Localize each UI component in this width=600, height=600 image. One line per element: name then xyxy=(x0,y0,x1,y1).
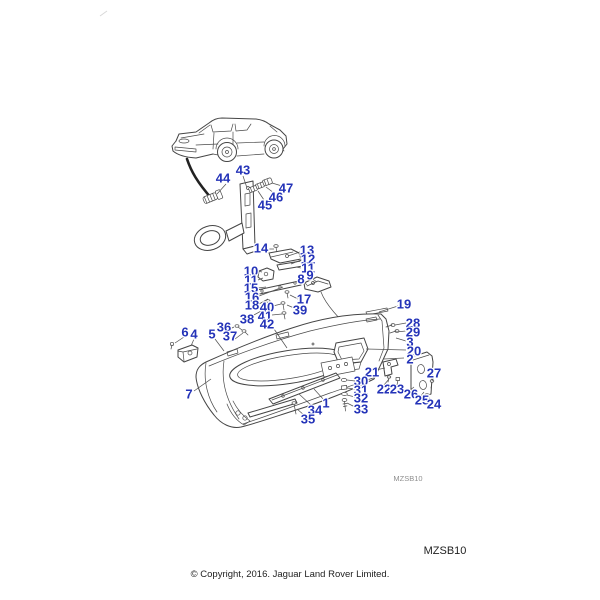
part-label-11[interactable]: 11 xyxy=(243,271,259,288)
part-label-8[interactable]: 8 xyxy=(296,270,306,287)
car-illustration xyxy=(171,117,288,201)
mounting-bar xyxy=(276,260,304,271)
bracket-21 xyxy=(382,358,399,377)
part-label-13[interactable]: 13 xyxy=(299,241,316,258)
part-label-43[interactable]: 43 xyxy=(235,161,252,178)
part-label-41[interactable]: 41 xyxy=(257,307,274,324)
part-label-44[interactable]: 44 xyxy=(215,169,233,186)
part-label-27[interactable]: 27 xyxy=(426,364,443,381)
part-label-21[interactable]: 21 xyxy=(364,363,381,380)
part-label-38[interactable]: 38 xyxy=(239,310,256,327)
left-side-parts xyxy=(169,324,249,363)
part-label-12[interactable]: 12 xyxy=(300,250,317,267)
towing-eye-shank xyxy=(225,222,245,242)
part-label-17[interactable]: 17 xyxy=(296,290,313,307)
part-label-10[interactable]: 10 xyxy=(243,262,260,279)
part-label-45[interactable]: 45 xyxy=(257,196,274,213)
part-label-9[interactable]: 9 xyxy=(305,266,315,283)
part-label-11[interactable]: 11 xyxy=(300,259,316,276)
part-label-33[interactable]: 33 xyxy=(353,400,370,417)
part-label-1[interactable]: 1 xyxy=(321,394,331,411)
towing-eye-ring xyxy=(193,225,227,251)
towing-eye-bolt xyxy=(202,189,224,204)
location-pointer-line xyxy=(185,157,214,201)
registration-mark xyxy=(99,10,108,17)
part-label-15[interactable]: 15 xyxy=(243,279,260,296)
part-label-42[interactable]: 42 xyxy=(259,315,276,332)
part-label-30[interactable]: 30 xyxy=(353,372,370,389)
part-label-6[interactable]: 6 xyxy=(180,323,190,340)
part-label-18[interactable]: 18 xyxy=(244,296,261,313)
copyright-notice: © Copyright, 2016. Jaguar Land Rover Lim… xyxy=(191,569,390,580)
mounting-bracket-small xyxy=(257,267,275,282)
part-label-37[interactable]: 37 xyxy=(222,327,239,344)
part-label-5[interactable]: 5 xyxy=(207,325,217,342)
mounting-blade xyxy=(252,280,302,296)
right-side-parts xyxy=(340,323,435,412)
part-label-26[interactable]: 26 xyxy=(403,385,420,402)
part-label-24[interactable]: 24 xyxy=(426,395,444,412)
part-label-28[interactable]: 28 xyxy=(405,314,422,331)
mounting-plate xyxy=(320,356,356,378)
lower-strip xyxy=(247,372,341,418)
part-label-23[interactable]: 23 xyxy=(389,380,406,397)
end-plate xyxy=(410,351,434,400)
part-label-19[interactable]: 19 xyxy=(396,295,413,312)
part-label-4[interactable]: 4 xyxy=(189,325,199,342)
part-label-40[interactable]: 40 xyxy=(259,298,276,315)
drawing-code-inline: MZSB10 xyxy=(393,474,422,483)
part-label-31[interactable]: 31 xyxy=(353,381,370,398)
mounting-bracket-upper xyxy=(268,248,302,264)
part-label-20[interactable]: 20 xyxy=(406,342,423,359)
part-label-46[interactable]: 46 xyxy=(268,188,285,205)
part-label-29[interactable]: 29 xyxy=(405,323,422,340)
part-label-25[interactable]: 25 xyxy=(414,391,431,408)
part-label-16[interactable]: 16 xyxy=(244,288,261,305)
part-label-35[interactable]: 35 xyxy=(300,410,317,427)
rear-bumper-assembly xyxy=(195,307,390,428)
part-label-3[interactable]: 3 xyxy=(405,333,415,350)
part-label-36[interactable]: 36 xyxy=(216,318,233,335)
fastener-stack xyxy=(340,378,348,412)
drawing-code-footer: MZSB10 xyxy=(424,545,467,557)
lamp-bracket xyxy=(303,276,332,293)
part-label-32[interactable]: 32 xyxy=(353,389,370,406)
part-label-7[interactable]: 7 xyxy=(184,385,194,402)
screw-35 xyxy=(291,401,297,415)
part-label-22[interactable]: 22 xyxy=(376,380,393,397)
part-label-2[interactable]: 2 xyxy=(405,350,415,367)
part-label-47[interactable]: 47 xyxy=(278,179,295,196)
towing-eye-assembly xyxy=(193,177,273,255)
towing-eye-fixings xyxy=(248,177,273,193)
part-label-39[interactable]: 39 xyxy=(292,301,309,318)
part-label-14[interactable]: 14 xyxy=(253,239,271,256)
leader-lines xyxy=(174,175,435,416)
part-label-34[interactable]: 34 xyxy=(307,401,325,418)
bumper-mounting-hardware xyxy=(252,244,354,357)
